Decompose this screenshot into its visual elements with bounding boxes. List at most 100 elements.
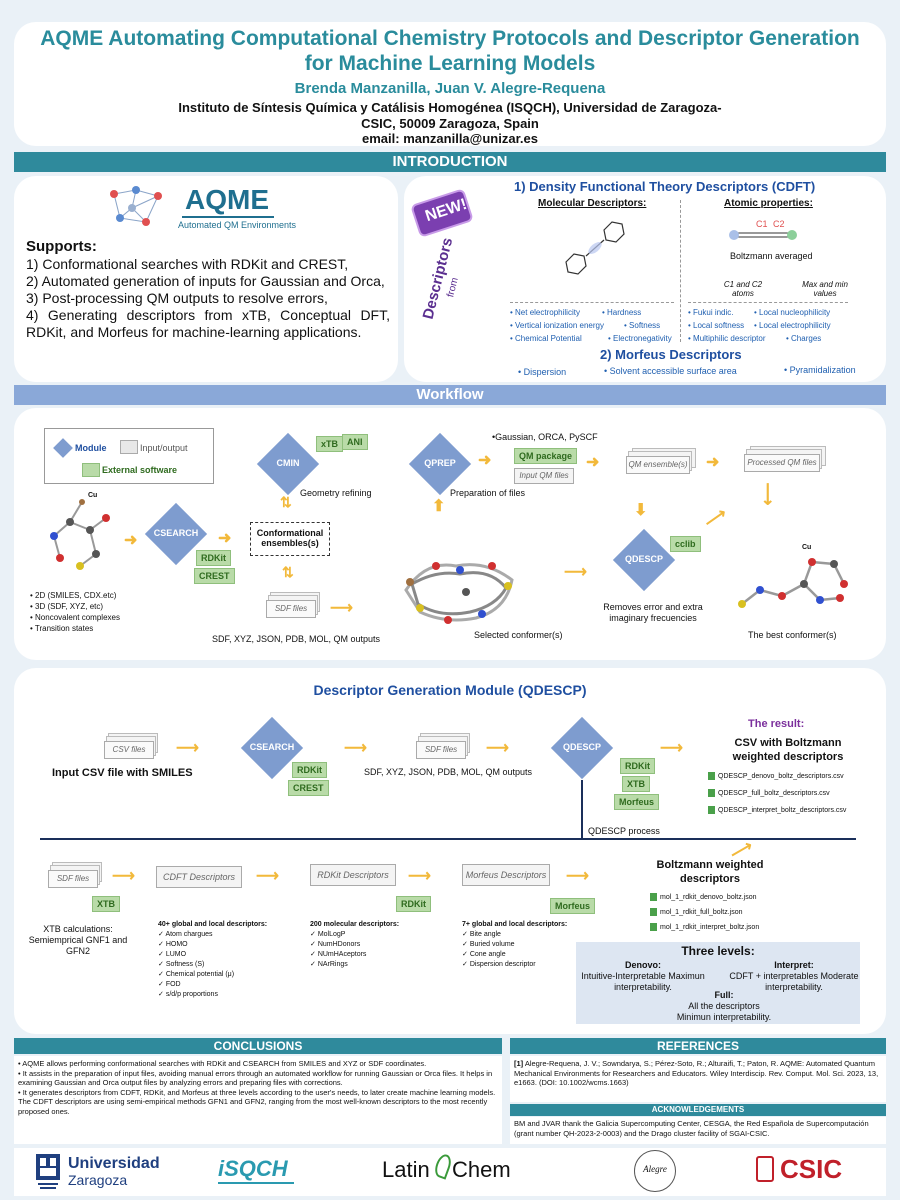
qm-package-box: QM package [514, 448, 578, 464]
intro-left-panel [14, 176, 398, 382]
workflow-input-3: • Noncovalent complexes [30, 613, 120, 622]
conclusion-2: • It assists in the preparation of input… [18, 1068, 493, 1088]
denovo-text: Intuitive-Interpretable Maximun interpre… [581, 971, 705, 992]
atom-desc-3: • Local softness [688, 321, 745, 330]
workflow-legend [44, 428, 214, 484]
arrow-rdkit-to-morfeus: ⟶ [408, 868, 431, 885]
acknowledgements-text: BM and JVAR thank the Galicia Supercompu… [514, 1119, 869, 1138]
qdescp-sdf-stack: SDF files [412, 733, 470, 759]
process-rdkit-box: RDKit [396, 896, 431, 912]
workflow-input-1: • 2D (SMILES, CDX.etc) [30, 591, 117, 600]
arrow-csearch-to-ensembles: ➜ [218, 530, 232, 547]
unizar-logo-1: Universidad [68, 1155, 160, 1172]
full-text: All the descriptors Minimun interpretabi… [676, 1001, 772, 1022]
alegre-logo-circle [634, 1150, 676, 1192]
csv-file-icon [708, 789, 715, 798]
rdkit-box: RDKit [196, 550, 231, 566]
cu-label: Cu [88, 492, 98, 499]
arrow-to-qprep: ⬆ [432, 498, 446, 515]
arrow-to-processed: ➜ [706, 454, 720, 471]
cdft-list-title: 40+ global and local descriptors: [158, 921, 268, 928]
cclib-box: cclib [670, 536, 701, 552]
crest-box: CREST [194, 568, 235, 584]
geometry-refining: Geometry refining [300, 488, 372, 498]
legend-module-label: Module [75, 443, 107, 453]
removes-errors: Removes error and extra imaginary frecue… [603, 602, 703, 623]
processed-qm-stack: Processed QM files [740, 446, 826, 472]
conformational-ensembles-box [250, 522, 330, 556]
legend-io-label: Input/output [140, 443, 188, 453]
arrow-cdft-to-rdkit: ⟶ [256, 868, 279, 885]
cdft-title: 1) Density Functional Theory Descriptors… [514, 179, 816, 194]
arrow-to-qm-ensembles: ➜ [586, 454, 600, 471]
cdft-list-item-4: ✓ Softness (S) [158, 961, 205, 968]
workflow-input-4: • Transition states [30, 624, 94, 633]
arrow-qdescp-to-result: ⟶ [660, 740, 683, 757]
ani-box: ANI [342, 434, 368, 450]
rdkit-list-item-3: ✓ NUmHAceptors [310, 951, 367, 958]
arrow-mol-to-csearch: ➜ [124, 532, 138, 549]
morfeus-list-block: 7+ global and local descriptors: ✓ Bite … [462, 920, 567, 970]
reference-1: [1] Alegre-Requena, J. V.; Sowndarya, S.… [514, 1059, 879, 1087]
qdescp-main-module: QDESCP [550, 716, 614, 780]
supports-title: Supports: [26, 238, 97, 255]
csv-file-icon [708, 806, 715, 815]
three-levels-title: Three levels: [681, 944, 755, 958]
aqme-logo-sub: Automated QM Environments [178, 220, 297, 230]
full-title: Full: [714, 990, 734, 1000]
qdescp-morfeus-box: Morfeus [614, 794, 660, 810]
conclusions-bar: CONCLUSIONS [14, 1038, 502, 1054]
conformational-ensembles-label: Conformational ensembles(s) [256, 528, 324, 548]
poster-title: AQME Automating Computational Chemistry … [40, 27, 860, 75]
authors: Brenda Manzanilla, Juan V. Alegre-Requen… [294, 80, 606, 97]
qdescp-vertical-line [581, 780, 583, 840]
legend-ext-box [82, 463, 100, 477]
mol-desc-grid: • Net electrophilicity • Hardness • Vert… [510, 306, 680, 345]
best-conformers: The best conformer(s) [748, 630, 837, 640]
isqch-logo: iSQCH [218, 1156, 288, 1181]
aqme-logo-icon [110, 186, 162, 226]
input-csv-label: Input CSV file with SMILES [52, 767, 193, 779]
json-output-2: mol_1_rdkit_full_boltz.json [650, 905, 759, 920]
cdft-list-item-2: ✓ HOMO [158, 941, 188, 948]
morfeus-title: 2) Morfeus Descriptors [600, 347, 742, 362]
selected-conformers-icon [404, 562, 514, 624]
arrow-csearch-to-sdf: ⟶ [344, 740, 367, 757]
arrow-csv-to-csearch: ⟶ [176, 740, 199, 757]
json-file-icon [650, 908, 657, 917]
result-title: The result: [748, 718, 805, 730]
full-block: Full: All the descriptors Minimun interp… [676, 990, 772, 1023]
reference-number: [1] [514, 1059, 524, 1068]
atom-desc-grid: • Fukui indic. • Local nucleophilicity •… [688, 306, 868, 345]
qdescp-process-label: QDESCP process [588, 826, 660, 836]
morfeus-desc-box: Morfeus Descriptors [462, 864, 550, 886]
csv-output-1: QDESCP_denovo_boltz_descriptors.csv [708, 768, 846, 785]
atom-c2-label: C2 [773, 219, 785, 229]
arrow-morfeus-to-boltz: ⟶ [566, 868, 589, 885]
molecular-descriptors-title: Molecular Descriptors: [538, 198, 647, 209]
cdft-desc-box: CDFT Descriptors [156, 866, 242, 888]
mol-desc-1: • Net electrophilicity [510, 308, 580, 317]
csv-file-icon [708, 772, 715, 781]
csv-output-3: QDESCP_interpret_boltz_descriptors.csv [708, 802, 846, 819]
affiliation-line-1: Instituto de Síntesis Química y Catálisi… [178, 100, 722, 115]
unizar-logo-2: Zaragoza [68, 1172, 128, 1188]
boltzmann-averaged: Boltzmann averaged [730, 251, 813, 261]
morfeus-list-item-2: ✓ Buried volume [462, 941, 515, 948]
supports-list: 1) Conformational searches with RDKit an… [26, 256, 390, 341]
aqme-logo-name: AQME [185, 184, 269, 215]
mol-desc-6: • Electronegativity [608, 334, 672, 343]
json-output-list: mol_1_rdkit_denovo_boltz.json mol_1_rdki… [650, 890, 759, 935]
xtb-calculations: XTB calculations: Semiemprical GNF1 and … [28, 924, 128, 956]
cdft-list-block: 40+ global and local descriptors: ✓ Atom… [158, 920, 267, 1000]
workflow-outputs: SDF, XYZ, JSON, PDB, MOL, QM outputs [212, 634, 381, 644]
morfeus-list-title: 7+ global and local descriptors: [462, 921, 568, 928]
csic-logo-icon [756, 1156, 774, 1182]
atom-desc-divider [688, 302, 848, 303]
mol-desc-3: • Vertical ionization energy [510, 321, 604, 330]
intro-divider [680, 200, 681, 342]
arrow-sdf-to-qdescp: ⟶ [486, 740, 509, 757]
json-file-icon [650, 893, 657, 902]
rdkit-list-item-2: ✓ NumHDonors [310, 941, 361, 948]
legend-io-box [120, 440, 138, 454]
